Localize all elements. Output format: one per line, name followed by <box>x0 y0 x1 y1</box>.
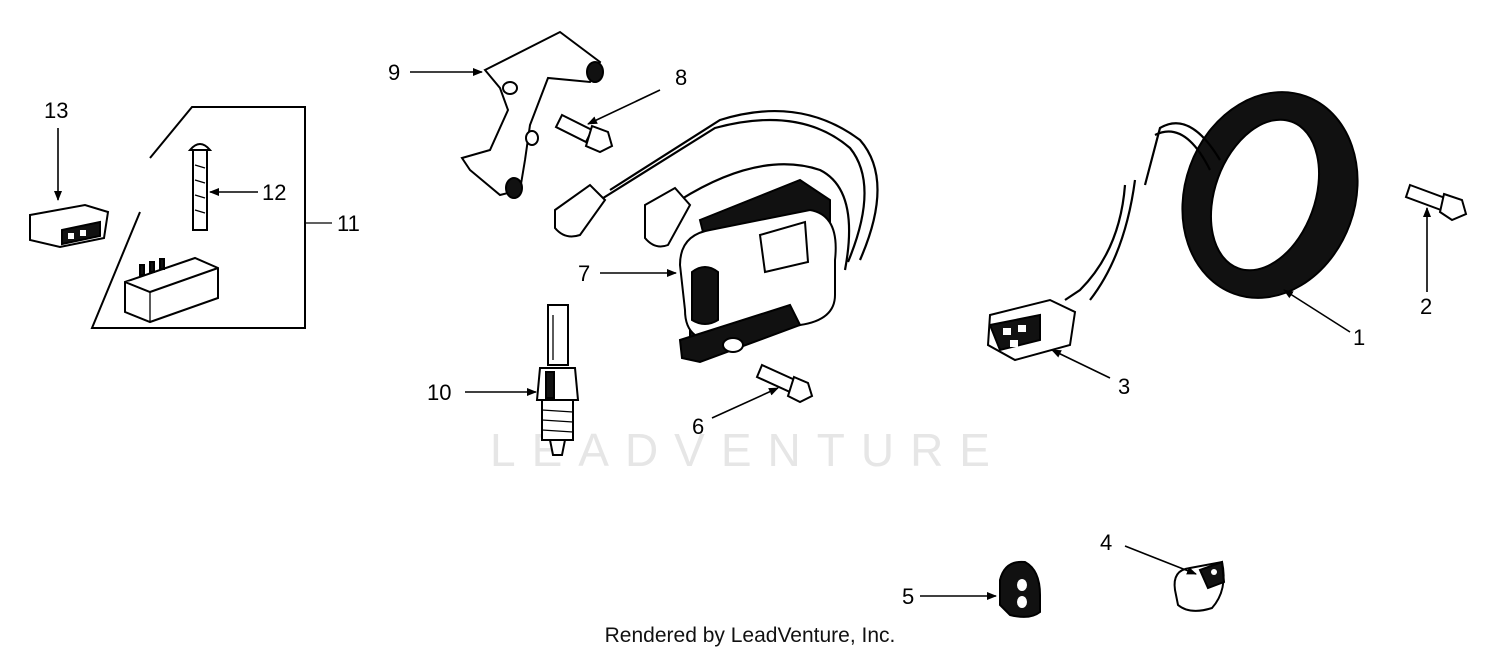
part-8-bolt <box>554 113 614 154</box>
part-11-kit-outline <box>90 106 332 329</box>
part-6-bolt <box>755 363 814 404</box>
leader-1 <box>1283 289 1351 333</box>
leader-3 <box>1051 349 1111 379</box>
callout-1: 1 <box>1353 325 1365 350</box>
callout-7: 7 <box>578 261 590 286</box>
leader-4 <box>1124 545 1197 575</box>
credit-line: Rendered by LeadVenture, Inc. <box>604 624 896 647</box>
part-3-connector <box>986 298 1077 362</box>
part-10-spark-plug <box>535 304 580 456</box>
callout-11: 11 <box>337 211 360 236</box>
part-11-module <box>124 256 219 324</box>
part-5-clip <box>999 560 1041 618</box>
callout-10: 10 <box>427 380 451 405</box>
callout-5: 5 <box>902 584 914 609</box>
part-1-stator <box>1064 91 1359 301</box>
callout-8: 8 <box>675 65 687 90</box>
callout-3: 3 <box>1118 374 1130 399</box>
callout-13: 13 <box>44 98 68 123</box>
callout-9: 9 <box>388 60 400 85</box>
part-7-ignition-coil <box>554 110 879 364</box>
callout-12: 12 <box>262 180 286 205</box>
callout-6: 6 <box>692 414 704 439</box>
part-12-screw <box>187 143 213 231</box>
callout-4: 4 <box>1100 530 1112 555</box>
leader-6 <box>711 387 779 419</box>
part-2-bolt <box>1404 183 1468 222</box>
callout-2: 2 <box>1420 294 1432 319</box>
part-9-bracket <box>460 30 604 199</box>
leader-8 <box>587 89 661 125</box>
part-13-rectifier <box>29 203 110 249</box>
